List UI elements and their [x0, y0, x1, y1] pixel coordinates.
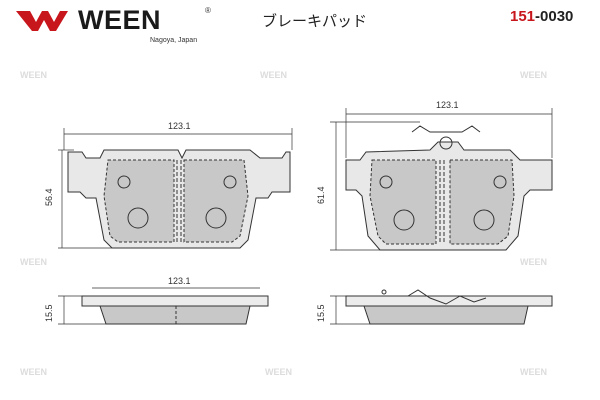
right-side-dimensions [330, 295, 370, 325]
product-title: ブレーキパッド [262, 12, 368, 30]
part-number: 151-0030 [510, 8, 573, 25]
registered-mark: ® [205, 6, 211, 15]
watermark: WEEN [265, 367, 292, 377]
watermark: WEEN [20, 257, 47, 267]
ween-logo [16, 11, 68, 31]
right-thickness-label: 15.5 [316, 304, 326, 322]
side-width-label: 123.1 [168, 276, 191, 286]
watermark: WEEN [260, 70, 287, 80]
watermark: WEEN [520, 70, 547, 80]
part-number-suffix: -0030 [535, 8, 574, 25]
right-dimensions [330, 108, 553, 251]
right-width-label: 123.1 [436, 100, 459, 110]
left-side-dimensions [58, 287, 260, 325]
right-height-label: 61.4 [316, 186, 326, 204]
watermark: WEEN [20, 367, 47, 377]
right-pad-front [345, 125, 553, 251]
watermark: WEEN [520, 367, 547, 377]
left-pad-side [81, 295, 269, 325]
brand-location: Nagoya, Japan [150, 37, 198, 44]
left-width-label: 123.1 [168, 121, 191, 131]
left-thickness-label: 15.5 [44, 304, 54, 322]
watermark: WEEN [20, 70, 47, 80]
watermark: WEEN [520, 257, 547, 267]
left-pad-front [67, 149, 291, 249]
right-pad-side [345, 289, 553, 325]
part-number-prefix: 151 [510, 8, 536, 25]
left-height-label: 56.4 [44, 188, 54, 206]
brand-name: WEEN [78, 5, 161, 35]
left-dimensions [58, 128, 293, 249]
